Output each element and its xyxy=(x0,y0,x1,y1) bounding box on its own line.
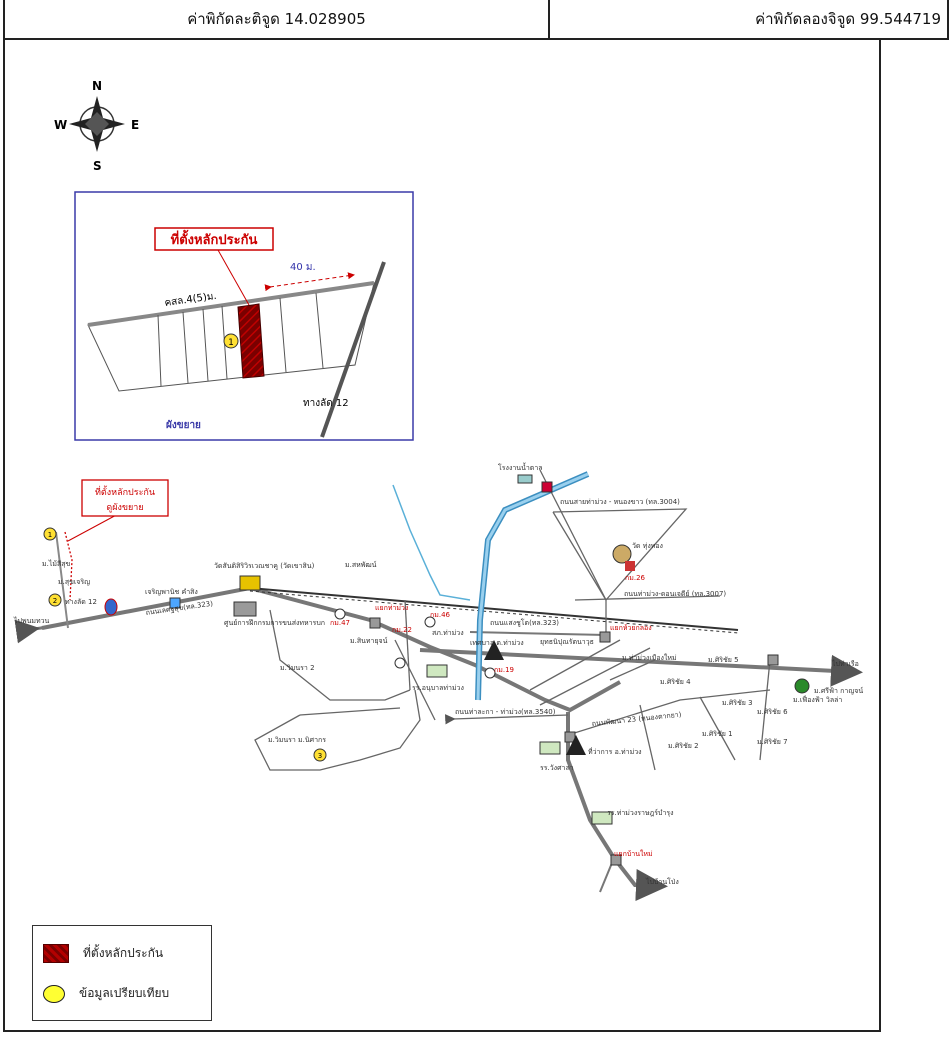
label-si-6: ม.ศิริชัย 6 xyxy=(757,708,788,716)
compass-n: N xyxy=(92,79,102,93)
label-sivitai: ม.ท่าม่วงเมืองใหม่ xyxy=(622,653,677,662)
label-si-1: ม.ศิริชัย 1 xyxy=(702,730,733,738)
label-to-left: ไปพนมทวน xyxy=(13,616,50,625)
legend-box: ที่ตั้งหลักประกัน ข้อมูลเปรียบเทียบ xyxy=(32,925,212,1021)
label-si-7: ม.ศิริชัย 7 xyxy=(757,738,788,746)
label-km26: กม.26 xyxy=(625,574,646,582)
label-wat-wang: รร.วังศาลา xyxy=(540,764,574,772)
label-road-323: ถนนแสงชูโต(ทล.323) xyxy=(490,618,559,627)
label-rd-3540: ถนนท่าละกา - ท่าม่วง(ทล.3540) xyxy=(455,708,556,716)
inset-caption: ผังขยาย xyxy=(166,419,201,431)
label-to-right: ไปท่าเรือ xyxy=(831,659,859,668)
landmarks: 1 2 3 xyxy=(43,474,810,866)
label-survey: ศูนย์การฝึกกรมการขนส่งทหารบก xyxy=(224,618,325,627)
label-road-loop: ถนนสายท่าม่วง - หนองขาว (ทล.3004) xyxy=(560,498,680,506)
svg-text:2: 2 xyxy=(53,597,57,605)
label-si-5: ม.ศิริชัย 5 xyxy=(708,656,739,664)
label-lawyer: เทศบาล ต.ท่าม่วง xyxy=(470,639,524,647)
label-mai-si: ม.ไม้สีสุข xyxy=(42,559,71,568)
label-wimon: ม.วิมนรา 2 xyxy=(280,664,315,672)
inset-distance: 40 ม. xyxy=(290,262,316,273)
label-sombat: ม.สหพัฒน์ xyxy=(345,561,377,569)
label-road-3007: ถนนท่าม่วง-ดอนเจดีย์ (ทล.3007) xyxy=(624,590,726,598)
label-sinthai: ม.สินทายุจน์ xyxy=(350,637,388,645)
map-callout-2: ดูผังขยาย xyxy=(106,503,143,513)
compass-s: S xyxy=(93,159,102,173)
label-km19: กม.19 xyxy=(494,666,514,674)
label-nipakorn: ม.นิศากร xyxy=(298,736,326,744)
legend-compare-label: ข้อมูลเปรียบเทียบ xyxy=(79,986,170,1000)
label-hospital: ยุทธนิปุณรัตนาวุธ xyxy=(540,638,594,646)
compass-rose: N S W E xyxy=(54,79,139,173)
inset-marker: 1 xyxy=(228,338,234,348)
coordinates-header: ค่าพิกัดละติจูด 14.028905 ค่าพิกัดลองจิจ… xyxy=(3,0,949,40)
label-wimonrat: ม.วิมนรา xyxy=(268,736,296,744)
map-callout-1: ที่ตั้งหลักประกัน xyxy=(95,485,155,498)
label-factory: โรงงานน้ำตาล xyxy=(498,461,543,472)
label-rat-school: รร.ท่าม่วงราษฎร์บำรุง xyxy=(607,809,674,817)
label-charoen: เจริญพานิช คำสิง xyxy=(145,588,198,596)
latitude-label: ค่าพิกัดละติจูด 14.028905 xyxy=(5,0,550,38)
label-to-bottom: ไปบ้านโป่ง xyxy=(645,877,679,886)
inset-plan: ที่ตั้งหลักประกัน 40 ม. คสล.4(5)ม. ทางลั… xyxy=(74,191,414,441)
label-pak-mai: แยกบ้านใหม่ xyxy=(614,849,653,858)
inset-road-right: ทางลัด 12 xyxy=(303,398,349,409)
label-km47: กม.47 xyxy=(330,619,350,627)
svg-text:3: 3 xyxy=(318,752,322,760)
label-si-3: ม.ศิริชัย 3 xyxy=(722,699,753,707)
inset-title: ที่ตั้งหลักประกัน xyxy=(171,229,258,248)
legend-collateral-label: ที่ตั้งหลักประกัน xyxy=(83,946,164,960)
svg-text:1: 1 xyxy=(48,531,52,539)
label-km22: กม.22 xyxy=(392,626,412,634)
longitude-label: ค่าพิกัดลองจิจูด 99.544719 xyxy=(755,10,941,28)
label-lat12: ทางลัด 12 xyxy=(65,598,97,606)
yellow-circle-icon xyxy=(43,984,65,1003)
label-sam-kalong: แยกห้วยกลอง xyxy=(610,624,652,632)
label-district: ที่ว่าการ อ.ท่าม่วง xyxy=(588,747,642,756)
label-sukcharoen: ม.สุขเจริญ xyxy=(58,578,90,586)
hatch-swatch-icon xyxy=(43,944,69,963)
label-police: สภ.ท่าม่วง xyxy=(432,629,464,637)
label-bang-kradet: ม.เฟื่องฟ้า วิลล่า xyxy=(793,695,842,704)
compass-e: E xyxy=(131,118,139,132)
label-sam-tha-muang: แยกท่าม่วง xyxy=(375,604,408,612)
label-si-4: ม.ศิริชัย 4 xyxy=(660,678,691,686)
label-wat-kao: วัด ทุ่งทอง xyxy=(632,542,663,550)
map-labels: ไปพนมทวน ม.ไม้สีสุข ม.สุขเจริญ ทางลัด 12… xyxy=(13,461,863,886)
label-temple: วัดสันติสิริวิรเวณชาคู (วัดเขาสิน) xyxy=(214,562,315,570)
label-km46: กม.46 xyxy=(430,611,451,619)
legend-collateral: ที่ตั้งหลักประกัน xyxy=(43,944,163,963)
legend-compare: ข้อมูลเปรียบเทียบ xyxy=(43,984,169,1003)
label-si-fah: ม.ศรีฟ้า กาญจน์ xyxy=(814,687,863,695)
label-si-2: ม.ศิริชัย 2 xyxy=(668,742,699,750)
main-map xyxy=(14,469,863,902)
label-school: รร.อนุบาลท่าม่วง xyxy=(412,684,464,692)
compass-w: W xyxy=(54,118,67,132)
map-frame xyxy=(3,40,881,1032)
